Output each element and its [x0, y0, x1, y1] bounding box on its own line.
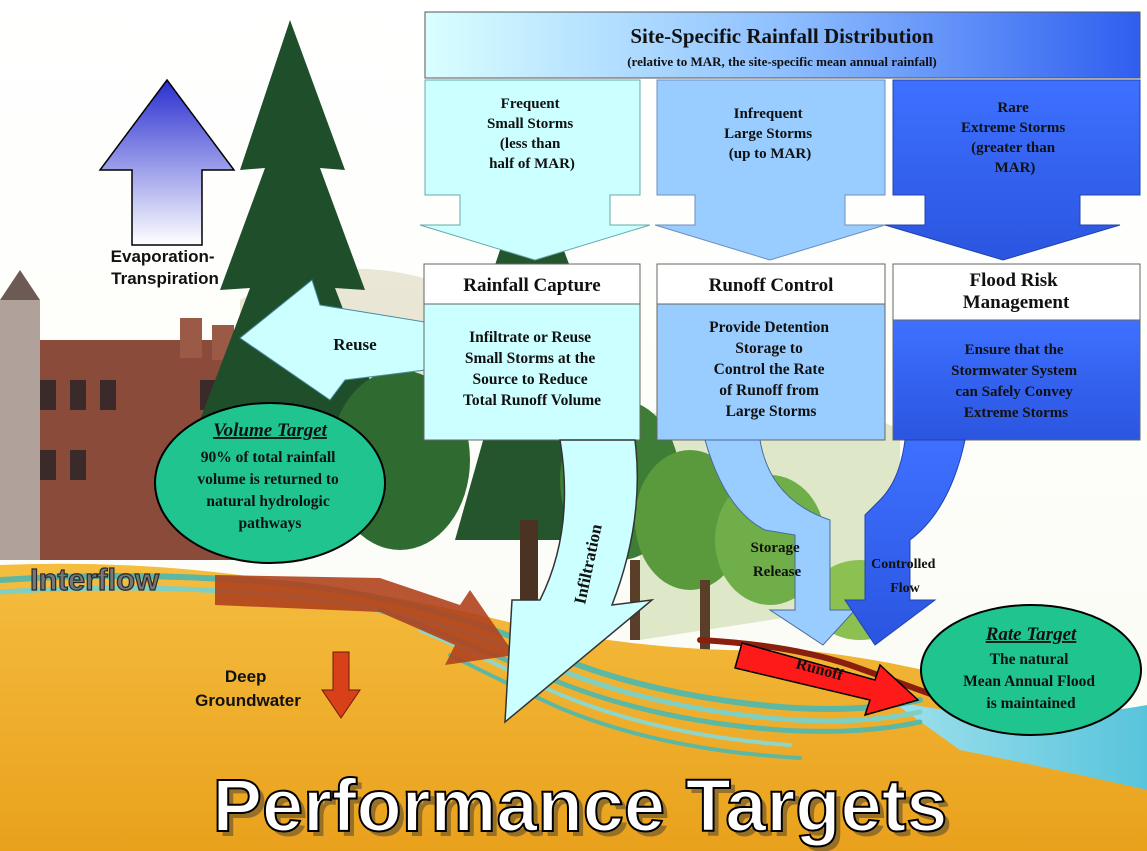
volume-target-title: Volume Target [213, 420, 328, 441]
runoff-control-title-box [656, 263, 886, 305]
ground-soil [0, 563, 1147, 851]
volume-target-text: 90% of total rainfall volume is returned… [197, 449, 342, 532]
runoff-control-body: Provide Detention Storage to Control the… [709, 319, 833, 420]
storage-release-arrow [704, 439, 857, 646]
storm-arrow-infrequent [654, 79, 886, 261]
volume-target-ellipse [154, 402, 386, 564]
storm-label-rare: Rare Extreme Storms (greater than MAR) [961, 100, 1069, 176]
storm-arrow-rare [884, 79, 1141, 261]
controlled-flow-label: Controlled Flow [871, 557, 939, 596]
header-title: Site-Specific Rainfall Distribution [630, 24, 934, 48]
runoff-control-body-box [656, 303, 886, 441]
flood-risk-body-box [892, 319, 1141, 441]
performance-targets-title: Performance Targets [213, 764, 948, 847]
evaporation-arrow [98, 78, 236, 246]
storm-arrow-frequent [419, 79, 651, 261]
flood-risk-title: Flood Risk Management [963, 270, 1070, 313]
runoff-control-title: Runoff Control [709, 275, 834, 296]
storage-release-label: Storage Release [751, 540, 804, 580]
deep-groundwater-label: Deep Groundwater [195, 667, 301, 710]
rate-target-title: Rate Target [985, 624, 1077, 645]
flood-risk-title-box [892, 263, 1141, 321]
header-subtitle: (relative to MAR, the site-specific mean… [627, 54, 937, 69]
evaporation-label: Evaporation- Transpiration [111, 247, 220, 288]
storm-label-infrequent: Infrequent Large Storms (up to MAR) [724, 106, 816, 162]
infiltration-arrow [504, 439, 655, 724]
rainfall-capture-title-box [423, 263, 641, 305]
performance-targets-shadow: Performance Targets [218, 769, 953, 851]
rate-target-ellipse [920, 604, 1142, 736]
rainfall-capture-body: Infiltrate or Reuse Small Storms at the … [463, 329, 601, 409]
reuse-arrow [239, 279, 426, 401]
rainfall-distribution-header [424, 11, 1141, 79]
interflow-arrow [215, 575, 515, 665]
rate-target-text: The natural Mean Annual Flood is maintai… [963, 651, 1099, 712]
flood-risk-body: Ensure that the Stormwater System can Sa… [951, 342, 1081, 421]
rainfall-capture-title: Rainfall Capture [463, 275, 600, 296]
rainfall-capture-body-box [423, 303, 641, 441]
deep-groundwater-arrow [321, 651, 361, 719]
storm-label-frequent: Frequent Small Storms (less than half of… [487, 96, 577, 172]
runoff-arrow [734, 642, 920, 717]
reuse-label: Reuse [333, 335, 377, 354]
controlled-flow-arrow [844, 439, 966, 646]
interflow-label: Interflow [30, 562, 160, 597]
